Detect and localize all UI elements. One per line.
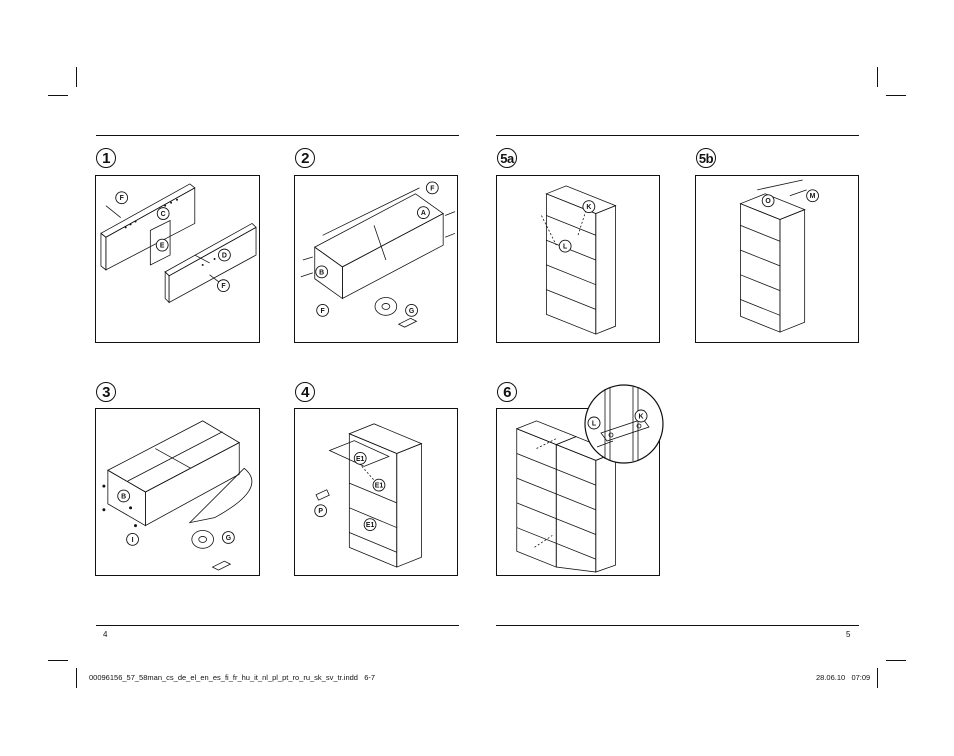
crop-mark	[48, 95, 68, 96]
part-label: B	[319, 269, 324, 276]
part-label: E1	[366, 522, 375, 529]
part-label: C	[161, 211, 166, 218]
crop-mark	[886, 95, 906, 96]
top-rule-right	[496, 135, 859, 136]
crop-mark	[76, 668, 77, 688]
step-badge-3: 3	[96, 382, 116, 402]
part-label: K	[586, 204, 591, 211]
part-label: D	[222, 253, 227, 260]
part-label: O	[765, 198, 771, 205]
page-number-right: 5	[846, 630, 851, 639]
part-label: P	[318, 508, 323, 515]
step-6-detail-magnifier: L K	[583, 383, 665, 465]
step-badge-4: 4	[295, 382, 315, 402]
part-label: F	[321, 308, 325, 315]
step-5a-illustration: K L	[496, 175, 660, 343]
part-label: G	[409, 308, 414, 315]
part-label: G	[226, 535, 231, 542]
footer-date: 28.06.10 07:09	[816, 673, 871, 682]
bottom-rule-left	[96, 625, 459, 626]
crop-mark	[886, 660, 906, 661]
page-number-left: 4	[103, 630, 108, 639]
step-badge-5b: 5b	[696, 148, 716, 168]
part-label: L	[563, 244, 567, 251]
part-label: E1	[375, 483, 384, 490]
bottom-rule-right	[496, 625, 859, 626]
part-label: M	[810, 193, 816, 200]
step-1-illustration: F C E D F	[95, 175, 260, 343]
part-label: B	[121, 493, 126, 500]
part-label: E	[160, 243, 165, 250]
part-label: K	[638, 414, 643, 421]
step-3-illustration: B I G	[95, 408, 260, 576]
part-label: E1	[356, 456, 365, 463]
footer-filename: 00096156_57_58man_cs_de_el_en_es_fi_fr_h…	[89, 673, 376, 682]
step-2-illustration: F A B F G	[294, 175, 458, 343]
part-label: F	[430, 185, 434, 192]
step-4-illustration: E1 E1 E1 P	[294, 408, 458, 576]
step-badge-5a: 5a	[497, 148, 517, 168]
part-label: F	[221, 283, 225, 290]
step-badge-2: 2	[295, 148, 315, 168]
crop-mark	[877, 668, 878, 688]
crop-mark	[877, 67, 878, 87]
part-label: L	[592, 421, 597, 428]
crop-mark	[76, 67, 77, 87]
part-label: I	[132, 537, 134, 544]
part-label: A	[421, 210, 426, 217]
step-5b-illustration: O M	[695, 175, 859, 343]
top-rule-left	[96, 135, 459, 136]
part-label: F	[120, 195, 124, 202]
crop-mark	[48, 660, 68, 661]
step-badge-1: 1	[96, 148, 116, 168]
step-badge-6: 6	[497, 382, 517, 402]
